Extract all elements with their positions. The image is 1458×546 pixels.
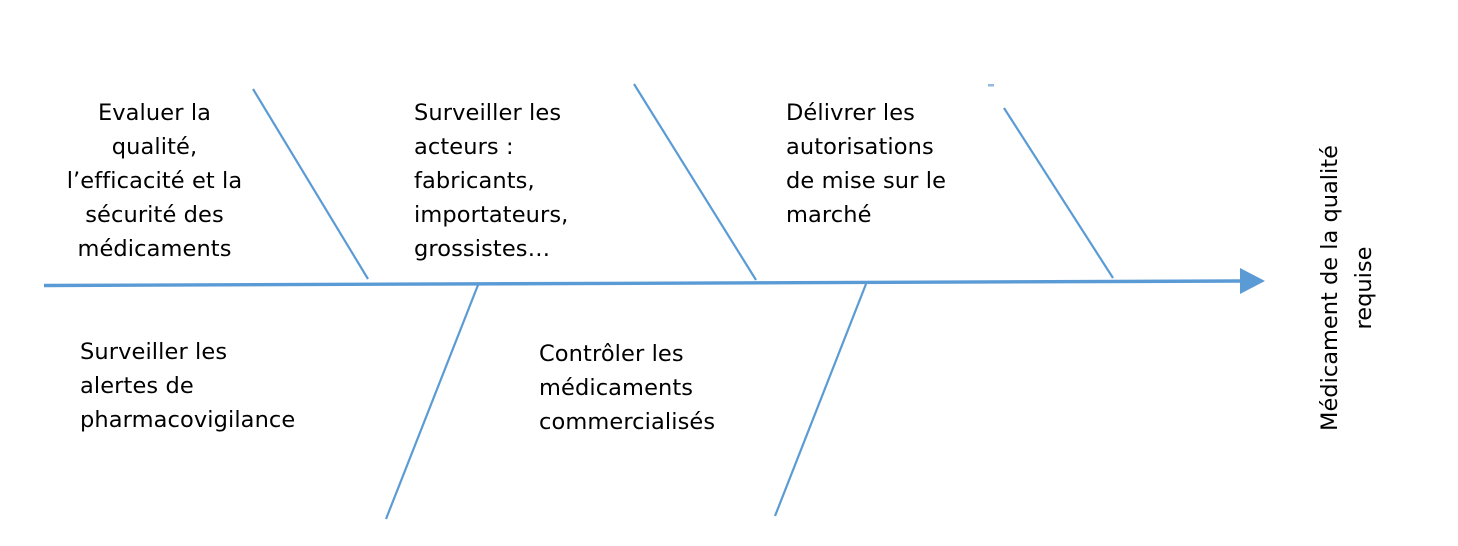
cause-label-controler-medicaments: Contrôler les médicaments commercialisés [539, 341, 716, 435]
spine-line [43, 279, 1242, 288]
cause-label-evaluer-qualite: Evaluer la qualité, l’efficacité et la s… [66, 100, 243, 262]
cause-label-surveiller-acteurs: Surveiller les acteurs : fabricants, imp… [414, 100, 569, 262]
cause-label-delivrer-autorisations: Délivrer les autorisations de mise sur l… [786, 100, 947, 228]
branch-line-bottom-1 [384, 284, 480, 520]
branch-line-top-2 [633, 83, 757, 281]
cause-label-surveiller-alertes: Surveiller les alertes de pharmacovigila… [80, 339, 296, 433]
spine-arrowhead [1240, 268, 1265, 294]
branch-line-bottom-2 [773, 283, 868, 517]
stray-mark-artifact [988, 84, 994, 87]
branch-line-top-3 [1003, 107, 1114, 279]
effect-label-medicament-qualite-requise: Médicament de la qualité requise [1317, 145, 1377, 431]
branch-line-top-1 [252, 88, 369, 280]
